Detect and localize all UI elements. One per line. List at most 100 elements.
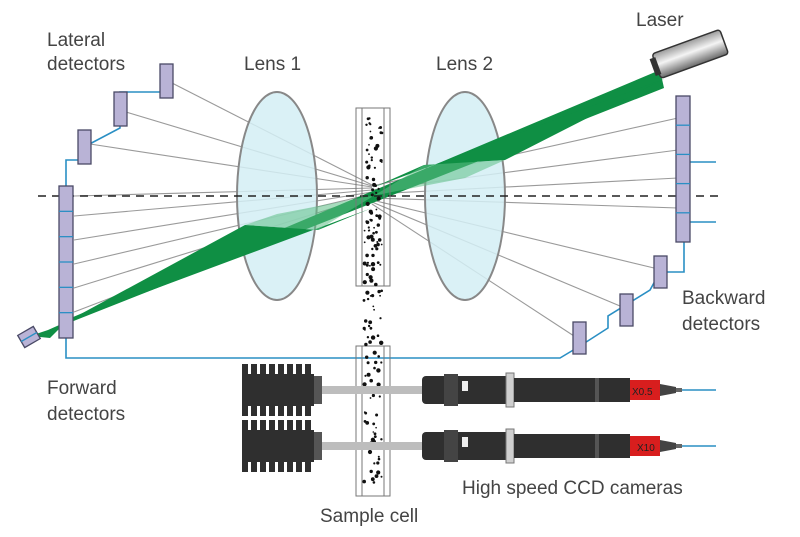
particle bbox=[375, 247, 379, 251]
particle bbox=[378, 395, 381, 398]
particle bbox=[362, 479, 367, 484]
backward-detector-1 bbox=[653, 255, 668, 289]
scatter-ray bbox=[89, 143, 373, 188]
particle bbox=[362, 382, 367, 387]
particle bbox=[371, 253, 375, 258]
scatter-ray bbox=[73, 189, 373, 217]
scatter-ray bbox=[371, 199, 655, 269]
beam-overlap bbox=[245, 160, 505, 230]
lateral-detector-3 bbox=[77, 129, 92, 165]
particle bbox=[375, 426, 377, 429]
particle bbox=[365, 263, 369, 267]
particle bbox=[376, 261, 380, 264]
particle bbox=[362, 326, 366, 330]
particle bbox=[366, 361, 370, 365]
particle bbox=[375, 214, 379, 218]
backward-detector-2 bbox=[619, 293, 634, 327]
particle bbox=[372, 422, 376, 426]
particle bbox=[376, 241, 379, 243]
particle bbox=[366, 261, 369, 264]
particle bbox=[373, 366, 376, 370]
particle bbox=[362, 261, 367, 266]
particle bbox=[370, 477, 375, 482]
particle bbox=[376, 368, 381, 373]
particle bbox=[369, 326, 373, 330]
particle bbox=[370, 193, 374, 197]
scatter-ray bbox=[371, 177, 679, 195]
particle bbox=[380, 475, 383, 478]
particle bbox=[365, 355, 369, 359]
particle bbox=[372, 350, 377, 355]
particle bbox=[379, 159, 383, 163]
sample-cell-label: Sample cell bbox=[320, 506, 419, 527]
forward-wire bbox=[65, 240, 685, 359]
particle bbox=[379, 294, 381, 297]
particle bbox=[363, 241, 366, 244]
particle bbox=[379, 131, 383, 135]
particle bbox=[365, 176, 369, 180]
particle bbox=[366, 336, 370, 339]
particle bbox=[373, 462, 376, 465]
particle bbox=[375, 191, 378, 194]
particle bbox=[369, 469, 373, 474]
particle bbox=[377, 457, 381, 461]
backward-label-line1: Backward bbox=[682, 288, 766, 309]
particle bbox=[377, 187, 380, 190]
particle bbox=[367, 226, 370, 229]
laser-label: Laser bbox=[636, 10, 684, 31]
particle bbox=[365, 220, 369, 223]
scatter-ray bbox=[371, 197, 679, 209]
forward-spot-detector bbox=[16, 325, 42, 349]
particle bbox=[368, 320, 373, 325]
particle bbox=[369, 397, 372, 399]
particle bbox=[368, 340, 372, 344]
particle bbox=[372, 305, 375, 308]
beam-cone-lower bbox=[66, 208, 372, 322]
particles bbox=[362, 117, 384, 484]
particle bbox=[376, 242, 380, 247]
sample-cell-lower bbox=[355, 345, 391, 497]
sample-cell-lower-inner bbox=[361, 345, 385, 497]
particle bbox=[371, 267, 376, 272]
particle bbox=[377, 355, 381, 358]
particle bbox=[365, 290, 370, 295]
particle bbox=[370, 335, 376, 340]
particle bbox=[369, 278, 374, 283]
particle bbox=[373, 432, 377, 436]
particle bbox=[371, 188, 375, 192]
particle bbox=[371, 294, 375, 298]
forward-label-line1: Forward bbox=[47, 378, 117, 399]
particle bbox=[380, 438, 383, 441]
particle bbox=[373, 435, 377, 438]
particle bbox=[368, 117, 371, 120]
particle bbox=[368, 209, 373, 214]
particle bbox=[372, 481, 376, 484]
particle bbox=[375, 208, 378, 211]
particle bbox=[363, 229, 366, 232]
beam-cone-upper bbox=[372, 79, 664, 188]
particle bbox=[369, 378, 374, 383]
particle bbox=[366, 372, 371, 377]
particle bbox=[369, 123, 372, 126]
particle bbox=[362, 299, 366, 302]
particle bbox=[378, 196, 381, 199]
lateral-detector-2 bbox=[113, 91, 128, 127]
lateral-label-line2: detectors bbox=[47, 54, 126, 75]
particle bbox=[373, 146, 378, 151]
particle bbox=[376, 461, 380, 465]
particle bbox=[380, 361, 383, 364]
particle bbox=[371, 393, 375, 398]
particle bbox=[377, 238, 382, 242]
particle bbox=[367, 229, 370, 232]
particle bbox=[379, 126, 383, 129]
particle bbox=[374, 360, 378, 365]
particle bbox=[373, 226, 375, 229]
laser-beam bbox=[30, 70, 664, 338]
sample-cell-upper-inner bbox=[361, 107, 385, 287]
particle bbox=[372, 182, 377, 187]
ccd-camera-top bbox=[242, 364, 682, 416]
particle bbox=[370, 159, 373, 162]
particle bbox=[377, 289, 381, 294]
particle bbox=[369, 130, 372, 133]
